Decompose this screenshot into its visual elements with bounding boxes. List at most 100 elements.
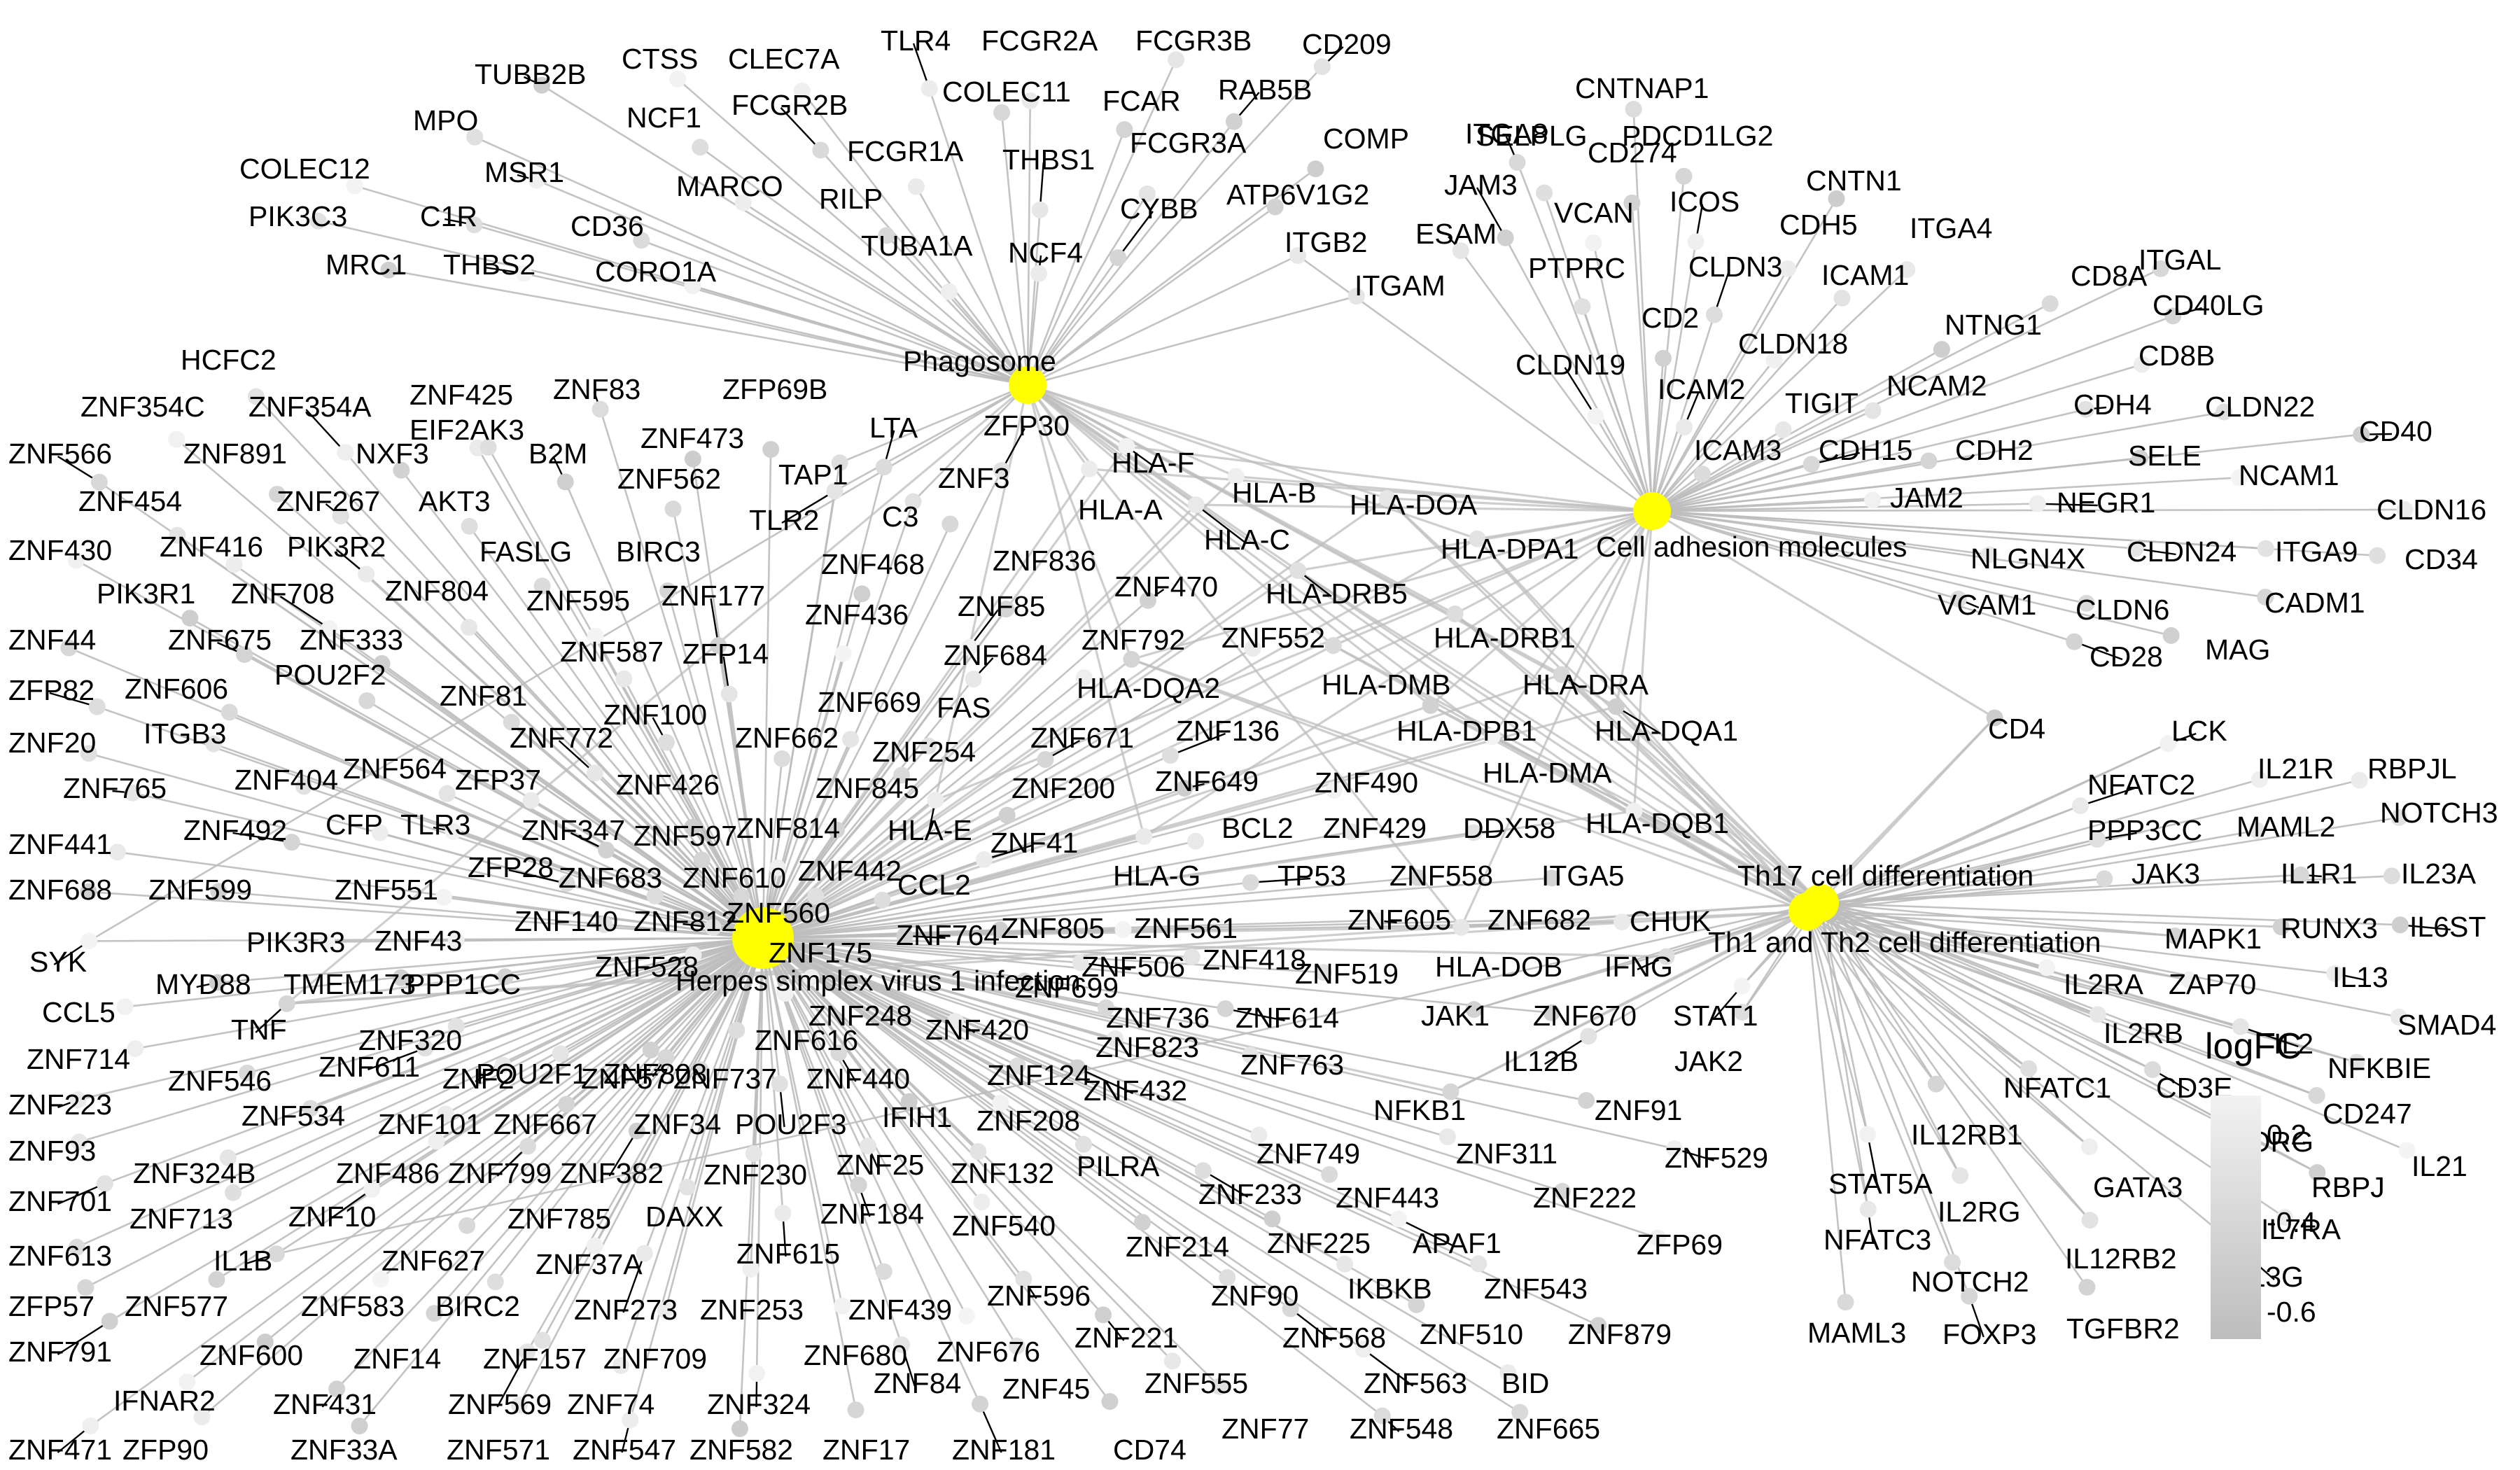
gene-node-ifnar2	[178, 1373, 196, 1391]
gene-label-znf57: ZNF57	[581, 1063, 668, 1095]
gene-label-znf804: ZNF804	[385, 575, 489, 607]
edge-ncam2-cam	[1651, 410, 1873, 512]
gene-label-znf10: ZNF10	[288, 1200, 376, 1233]
edge-il12rb2-th17	[1819, 902, 2091, 1222]
edge-znf443-hsv	[762, 937, 1330, 1176]
gene-label-znf41: ZNF41	[990, 827, 1078, 859]
edge-birc2-hsv	[494, 937, 764, 1283]
gene-node-zfp37	[522, 792, 540, 809]
hub-label-hsv: Herpes simplex virus 1 infection	[676, 965, 1081, 997]
gene-label-hla-dob: HLA-DOB	[1435, 951, 1562, 983]
gene-node-cd4	[1986, 709, 2003, 727]
gene-node-znf490	[1325, 782, 1343, 799]
gene-label-znf439: ZNF439	[848, 1294, 952, 1326]
leader-znf611	[368, 1047, 426, 1071]
gene-node-tp53	[1242, 874, 1259, 891]
gene-label-tgfbr2: TGFBR2	[2066, 1312, 2180, 1345]
gene-label-il6st: IL6ST	[2409, 911, 2486, 943]
gene-node-colec12	[346, 177, 363, 195]
gene-node-znf662	[774, 750, 791, 767]
gene-label-znf471: ZNF471	[8, 1434, 112, 1466]
gene-node-znf416	[225, 556, 243, 573]
gene-label-znf682: ZNF682	[1488, 904, 1591, 936]
edge-znf273-hsv	[643, 937, 764, 1254]
gene-node-hla-f	[1118, 438, 1135, 455]
gene-node-il12rb2	[2081, 1212, 2099, 1229]
edge-cadm1-cam	[1651, 510, 2266, 598]
edge-jak3-th17	[1819, 878, 2105, 904]
gene-label-znf600: ZNF600	[200, 1339, 303, 1371]
gene-label-icam3: ICAM3	[1694, 434, 1782, 466]
gene-label-znf248: ZNF248	[808, 1000, 912, 1032]
gene-node-znf600	[256, 1334, 274, 1351]
gene-label-apaf1: APAF1	[1413, 1227, 1502, 1259]
gene-label-cd28: CD28	[2090, 640, 2163, 673]
edge-smad4-th17	[1819, 902, 2400, 1018]
edge-znf680-hsv	[762, 937, 844, 1306]
gene-node-znf551	[435, 888, 452, 906]
gene-node-znf468	[853, 585, 871, 603]
edge-ncf1-phagosome	[699, 146, 1028, 386]
gene-node-znf665	[1511, 1404, 1529, 1421]
gene-label-b2m: B2M	[528, 438, 587, 470]
edge-znf665-hsv	[762, 937, 1520, 1413]
gene-label-znf616: ZNF616	[755, 1024, 858, 1056]
gene-node-znf680	[834, 1297, 851, 1315]
gene-node-znf566	[90, 473, 108, 491]
legend-tick-2: -0.6	[2267, 1296, 2316, 1328]
gene-label-jak3: JAK3	[2132, 858, 2200, 890]
edge-znf684-hsv	[762, 678, 974, 939]
edge-znf214-hsv	[762, 937, 1143, 1224]
pathway-hub-layer	[732, 366, 1839, 969]
gene-label-chuk: CHUK	[1630, 905, 1711, 937]
leader-jam3	[1476, 187, 1506, 239]
edge-znf564-hsv	[447, 792, 764, 939]
gene-node-znf320	[447, 1018, 465, 1035]
gene-label-znf749: ZNF749	[1256, 1138, 1360, 1170]
edge-znf615-hsv	[762, 937, 784, 1214]
edge-lta-hsv	[762, 466, 886, 939]
gene-node-il2	[2232, 1018, 2249, 1035]
gene-label-znf597: ZNF597	[634, 820, 737, 852]
edge-gata3-th17	[1819, 902, 2090, 1148]
gene-node-znf616	[776, 985, 794, 1002]
gene-label-zfp82: ZFP82	[8, 674, 94, 706]
leader-znf273	[622, 1253, 645, 1313]
edge-znf354c-hsv	[176, 438, 764, 939]
gene-label-il23a: IL23A	[2401, 858, 2477, 890]
gene-node-znf667	[558, 1096, 575, 1113]
gene-node-hla-dpb1	[1422, 696, 1439, 714]
gene-node-zfp30	[993, 462, 1011, 479]
gene-node-znf519	[1315, 964, 1332, 981]
gene-label-znf582: ZNF582	[690, 1434, 793, 1466]
gene-node-znf791	[101, 1312, 118, 1330]
edge-marco-phagosome	[743, 202, 1028, 386]
gene-label-cldn19: CLDN19	[1516, 349, 1625, 381]
edge-znf510-hsv	[762, 937, 1418, 1306]
edge-znf562-hsv	[672, 508, 764, 939]
edge-esam-cam	[1460, 250, 1653, 512]
gene-node-icam3	[1693, 465, 1711, 483]
gene-node-znf564	[438, 785, 456, 802]
gene-node-znf208	[992, 1094, 1009, 1112]
edge-tnf-th12	[286, 910, 1808, 1005]
gene-node-znf583	[372, 1270, 389, 1288]
gene-label-znf548: ZNF548	[1350, 1413, 1453, 1445]
gene-node-znf764	[896, 927, 913, 944]
gene-label-znf547: ZNF547	[573, 1434, 676, 1466]
gene-label-znf701: ZNF701	[8, 1185, 112, 1217]
gene-node-cd28	[2066, 633, 2083, 650]
gene-node-daxx	[678, 1178, 696, 1196]
edge-cd274-cam	[1631, 202, 1653, 512]
edge-fcgr2b-phagosome	[820, 149, 1028, 386]
gene-label-il21: IL21	[2412, 1150, 2468, 1182]
gene-label-znf208: ZNF208	[976, 1105, 1080, 1137]
gene-label-pik3r3: PIK3R3	[246, 926, 345, 958]
gene-node-znf101	[437, 1105, 454, 1123]
gene-node-clec7a	[793, 83, 811, 100]
gene-node-runx3	[2272, 918, 2290, 936]
gene-node-fcgr1a	[907, 178, 925, 195]
leader-znf614	[1225, 1007, 1285, 1022]
leader-znf568	[1289, 1308, 1333, 1341]
edge-znf714-hsv	[134, 937, 764, 1050]
